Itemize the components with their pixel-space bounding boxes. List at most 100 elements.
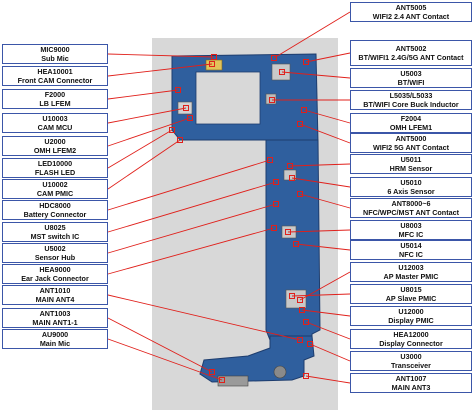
callout-ref: ANT8000~6 <box>391 199 431 208</box>
callout-ref: F2004 <box>400 114 422 123</box>
callout-ref: HEA10001 <box>37 67 73 76</box>
chip-inductor <box>265 93 277 105</box>
callout-ref: HEA12000 <box>393 330 429 339</box>
callout-ref: HDC8000 <box>39 201 71 210</box>
callout-desc: OMH LFEM2 <box>33 146 77 155</box>
pcb-cutout <box>195 71 261 125</box>
callout-ref: U12003 <box>398 263 424 272</box>
pcb-bottom-section <box>199 335 315 383</box>
usb-connector <box>217 375 249 387</box>
callout-ref: U3000 <box>400 352 422 361</box>
callout-ref: MIC9000 <box>40 45 70 54</box>
callout-ref: U5003 <box>400 69 422 78</box>
callout-ref: U5011 <box>400 155 422 164</box>
callout-desc: WIFI2 2.4 ANT Contact <box>372 12 450 21</box>
callout-ref: U5010 <box>400 178 422 187</box>
callout-ref: HEA9000 <box>39 265 71 274</box>
callout-desc: LB LFEM <box>39 99 71 108</box>
callout-desc: MST switch IC <box>30 232 80 241</box>
callout-ref: ANT5002 <box>395 44 427 53</box>
callout-desc: MAIN ANT4 <box>35 295 75 304</box>
callout-desc: BT/WIFI Core Buck Inductor <box>363 100 459 109</box>
callout-ref: ANT5005 <box>395 3 427 12</box>
callout-ref: U10002 <box>42 180 68 189</box>
callout-ref: F2000 <box>44 90 66 99</box>
ear-jack <box>273 365 287 379</box>
chip-cam-mcu <box>177 101 193 115</box>
callout-desc: MFC IC <box>398 230 424 239</box>
callout-desc: Battery Connector <box>23 210 87 219</box>
callout-desc: NFC/WPC/MST ANT Contact <box>363 208 459 217</box>
callout-desc: AP Master PMIC <box>383 272 439 281</box>
callout-desc: MAIN ANT3 <box>391 383 431 392</box>
callout-ref: U10003 <box>42 114 68 123</box>
callout-desc: BT/WIFI1 2.4G/5G ANT Contact <box>358 53 464 62</box>
callout-ref: L5035/L5033 <box>389 91 433 100</box>
callout-desc: MAIN ANT1-1 <box>32 318 78 327</box>
callout-desc: Main Mic <box>39 339 71 348</box>
callout-ref: LED10000 <box>37 159 73 168</box>
callout-ref: U5002 <box>44 244 66 253</box>
callout-desc: HRM Sensor <box>389 164 433 173</box>
callout-desc: CAM PMIC <box>36 189 74 198</box>
callout-desc: OMH LFEM1 <box>389 123 433 132</box>
callout-desc: NFC IC <box>399 250 423 259</box>
callout-desc: Display Connector <box>379 339 443 348</box>
callout-ref: ANT5000 <box>395 134 427 143</box>
chip-bt-wifi <box>271 63 291 81</box>
callout-desc: AP Slave PMIC <box>385 294 437 303</box>
callout-desc: Front CAM Connector <box>17 76 93 85</box>
callout-ref: ANT1003 <box>39 309 71 318</box>
callout-ref: U8003 <box>400 221 422 230</box>
callout-desc: 6 Axis Sensor <box>387 187 435 196</box>
chip-front-cam <box>205 59 223 71</box>
callout-desc: FLASH LED <box>34 168 76 177</box>
callout-desc: Transceiver <box>391 361 431 370</box>
chip-mfc <box>281 225 297 239</box>
callout-ref: ANT1010 <box>39 286 71 295</box>
callout-ref: ANT1007 <box>395 374 427 383</box>
callout-ref: U2000 <box>44 137 66 146</box>
callout-ref: U12000 <box>398 307 424 316</box>
callout-desc: WIFI2 5G ANT Contact <box>372 143 449 152</box>
callout-desc: Ear Jack Connector <box>21 274 89 283</box>
callout-desc: Sub Mic <box>41 54 69 63</box>
callout-ref: U8015 <box>400 285 422 294</box>
callout-desc: Display PMIC <box>388 316 434 325</box>
callout-ref: U8025 <box>44 223 66 232</box>
chip-sensor <box>283 169 297 181</box>
callout-ref: U5014 <box>400 241 422 250</box>
callout-desc: Sensor Hub <box>34 253 76 262</box>
